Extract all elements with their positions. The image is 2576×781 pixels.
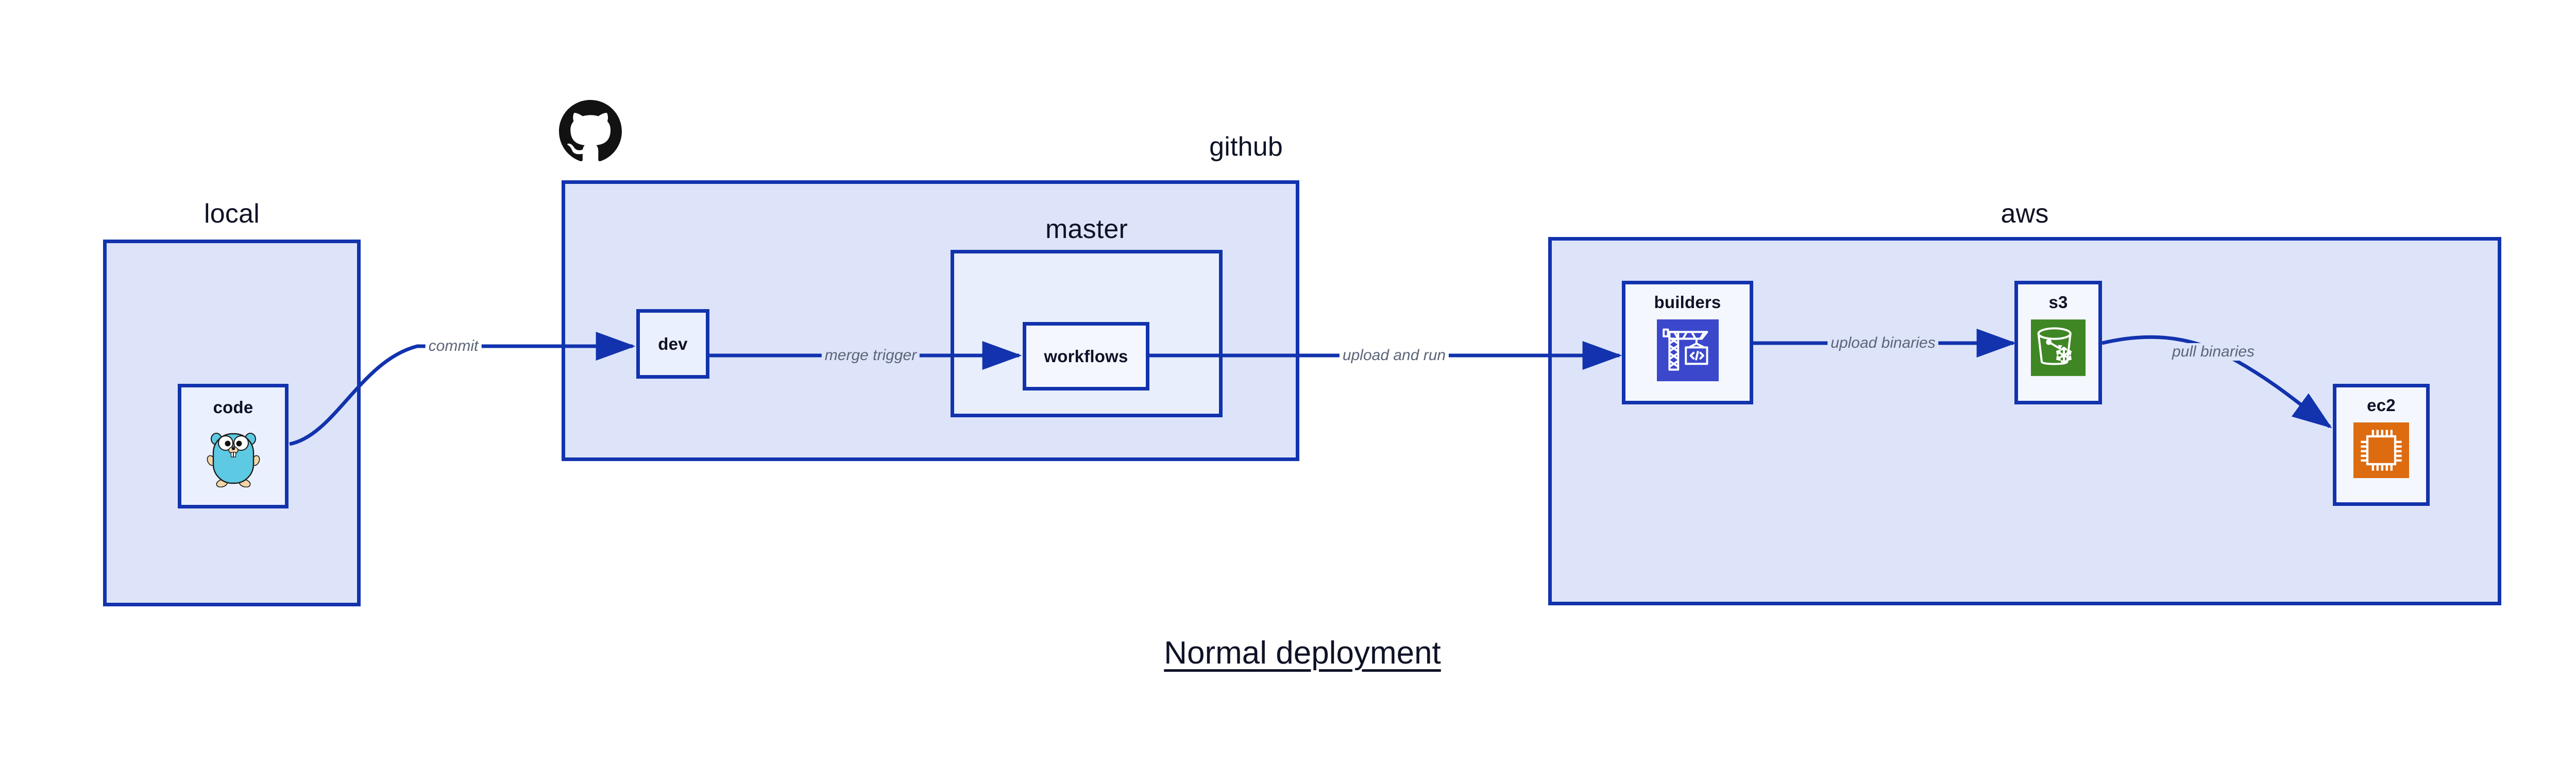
- group-label-github: github: [1209, 132, 1283, 162]
- s3-bucket-icon: [2031, 319, 2086, 376]
- node-code-label: code: [213, 398, 253, 417]
- node-s3[interactable]: s3: [2014, 281, 2102, 404]
- edge-label-merge-trigger: merge trigger: [821, 347, 920, 364]
- node-workflows-label: workflows: [1044, 346, 1128, 366]
- node-ec2[interactable]: ec2: [2333, 384, 2430, 506]
- node-builders-label: builders: [1654, 293, 1721, 312]
- node-dev[interactable]: dev: [636, 309, 709, 379]
- crane-code-icon: [1656, 319, 1719, 381]
- group-label-master: master: [1045, 214, 1128, 244]
- edge-label-commit: commit: [425, 337, 482, 355]
- edge-label-upload-and-run: upload and run: [1339, 347, 1449, 364]
- edge-label-pull-binaries: pull binaries: [2168, 343, 2258, 361]
- node-builders[interactable]: builders: [1622, 281, 1753, 404]
- edge-label-upload-binaries: upload binaries: [1827, 334, 1939, 352]
- github-octocat-icon: [559, 98, 622, 167]
- diagram-title: Normal deployment: [1164, 635, 1441, 671]
- go-gopher-icon: [207, 426, 260, 487]
- group-label-aws: aws: [2001, 199, 2049, 229]
- node-s3-label: s3: [2048, 293, 2068, 312]
- group-label-local: local: [204, 199, 260, 229]
- node-ec2-label: ec2: [2367, 396, 2396, 415]
- node-code[interactable]: code: [178, 384, 289, 508]
- node-dev-label: dev: [658, 334, 688, 353]
- cpu-chip-icon: [2353, 422, 2409, 478]
- node-workflows[interactable]: workflows: [1023, 322, 1149, 390]
